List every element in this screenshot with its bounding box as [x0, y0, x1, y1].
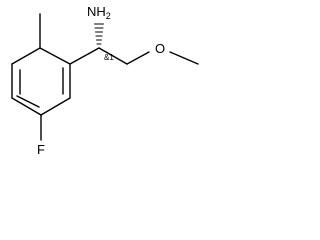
ring-bond-3	[40, 97, 71, 116]
fluorine-label: F	[37, 142, 45, 157]
ring-bond-6	[11, 47, 41, 65]
amine-nh-text: NH	[87, 4, 106, 19]
amine-subscript: 2	[106, 11, 111, 21]
chiral-to-ch2-bond	[98, 47, 128, 65]
benzene-ring	[11, 47, 71, 116]
amine-label: NH2	[87, 4, 111, 21]
stereo-marker: &1	[104, 53, 114, 62]
ring-to-chiral-bond	[69, 47, 100, 65]
ring-bond-4	[11, 97, 42, 116]
hashed-wedge-bond	[94, 23, 104, 45]
molecule-structure: F NH2 &1 O	[11, 4, 199, 157]
ring-double-bond-3	[16, 95, 40, 108]
ring-bond-1	[39, 47, 71, 65]
oxygen-to-methyl-bond	[169, 51, 199, 65]
ch2-to-oxygen-bond	[126, 51, 150, 65]
oxygen-label: O	[155, 41, 165, 56]
